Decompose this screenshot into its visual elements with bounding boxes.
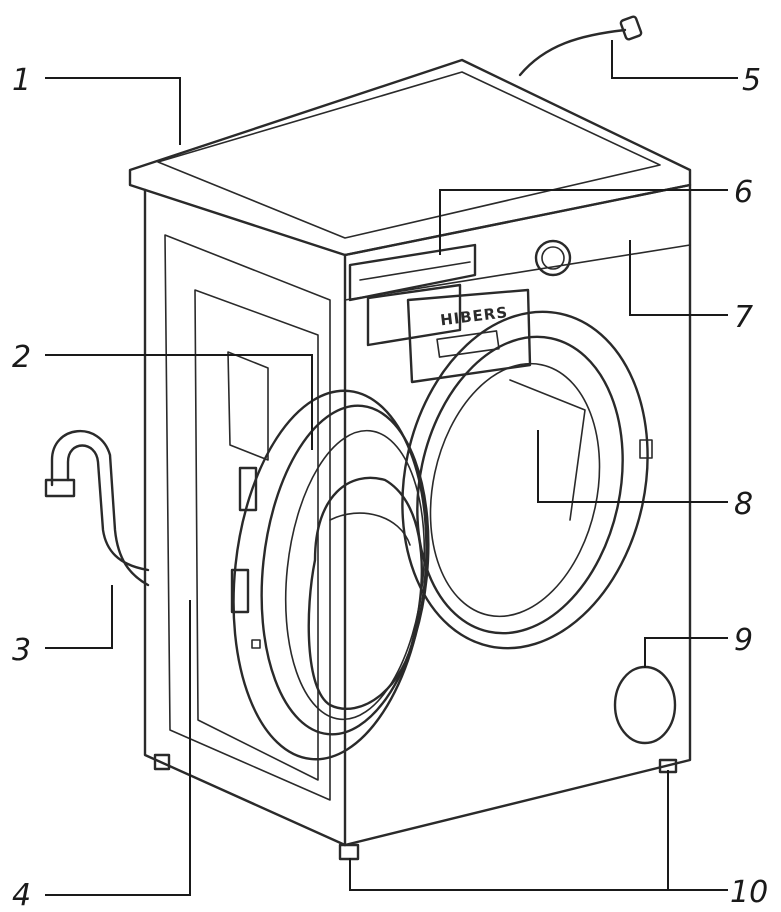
power-cord	[518, 15, 643, 77]
front-panel	[343, 183, 692, 847]
callout-4: 4	[12, 878, 31, 912]
callout-9: 9	[734, 623, 753, 658]
callout-7: 7	[734, 300, 753, 335]
callout-6: 6	[734, 175, 753, 210]
porthole	[401, 310, 653, 650]
drain-hose	[44, 429, 150, 587]
service-hatch	[613, 665, 677, 745]
foot-front-left	[338, 843, 360, 861]
callout-10: 10	[730, 875, 768, 910]
program-knob	[534, 239, 572, 277]
foot-left	[153, 753, 171, 771]
leader-lines	[45, 40, 738, 896]
callout-8: 8	[734, 487, 753, 522]
door	[230, 389, 430, 761]
side-panel	[143, 188, 347, 847]
callout-1: 1	[12, 63, 31, 98]
callout-5: 5	[742, 63, 761, 98]
brand-label: HIBERS	[439, 303, 509, 329]
callout-2: 2	[12, 340, 31, 375]
detergent-drawer: HIBERS	[348, 243, 532, 384]
callout-3: 3	[12, 633, 31, 668]
machine-body	[128, 58, 692, 861]
top-panel	[128, 58, 692, 257]
callout-labels: 1 2 3 4 5 6 7 8 9 10	[12, 63, 768, 912]
